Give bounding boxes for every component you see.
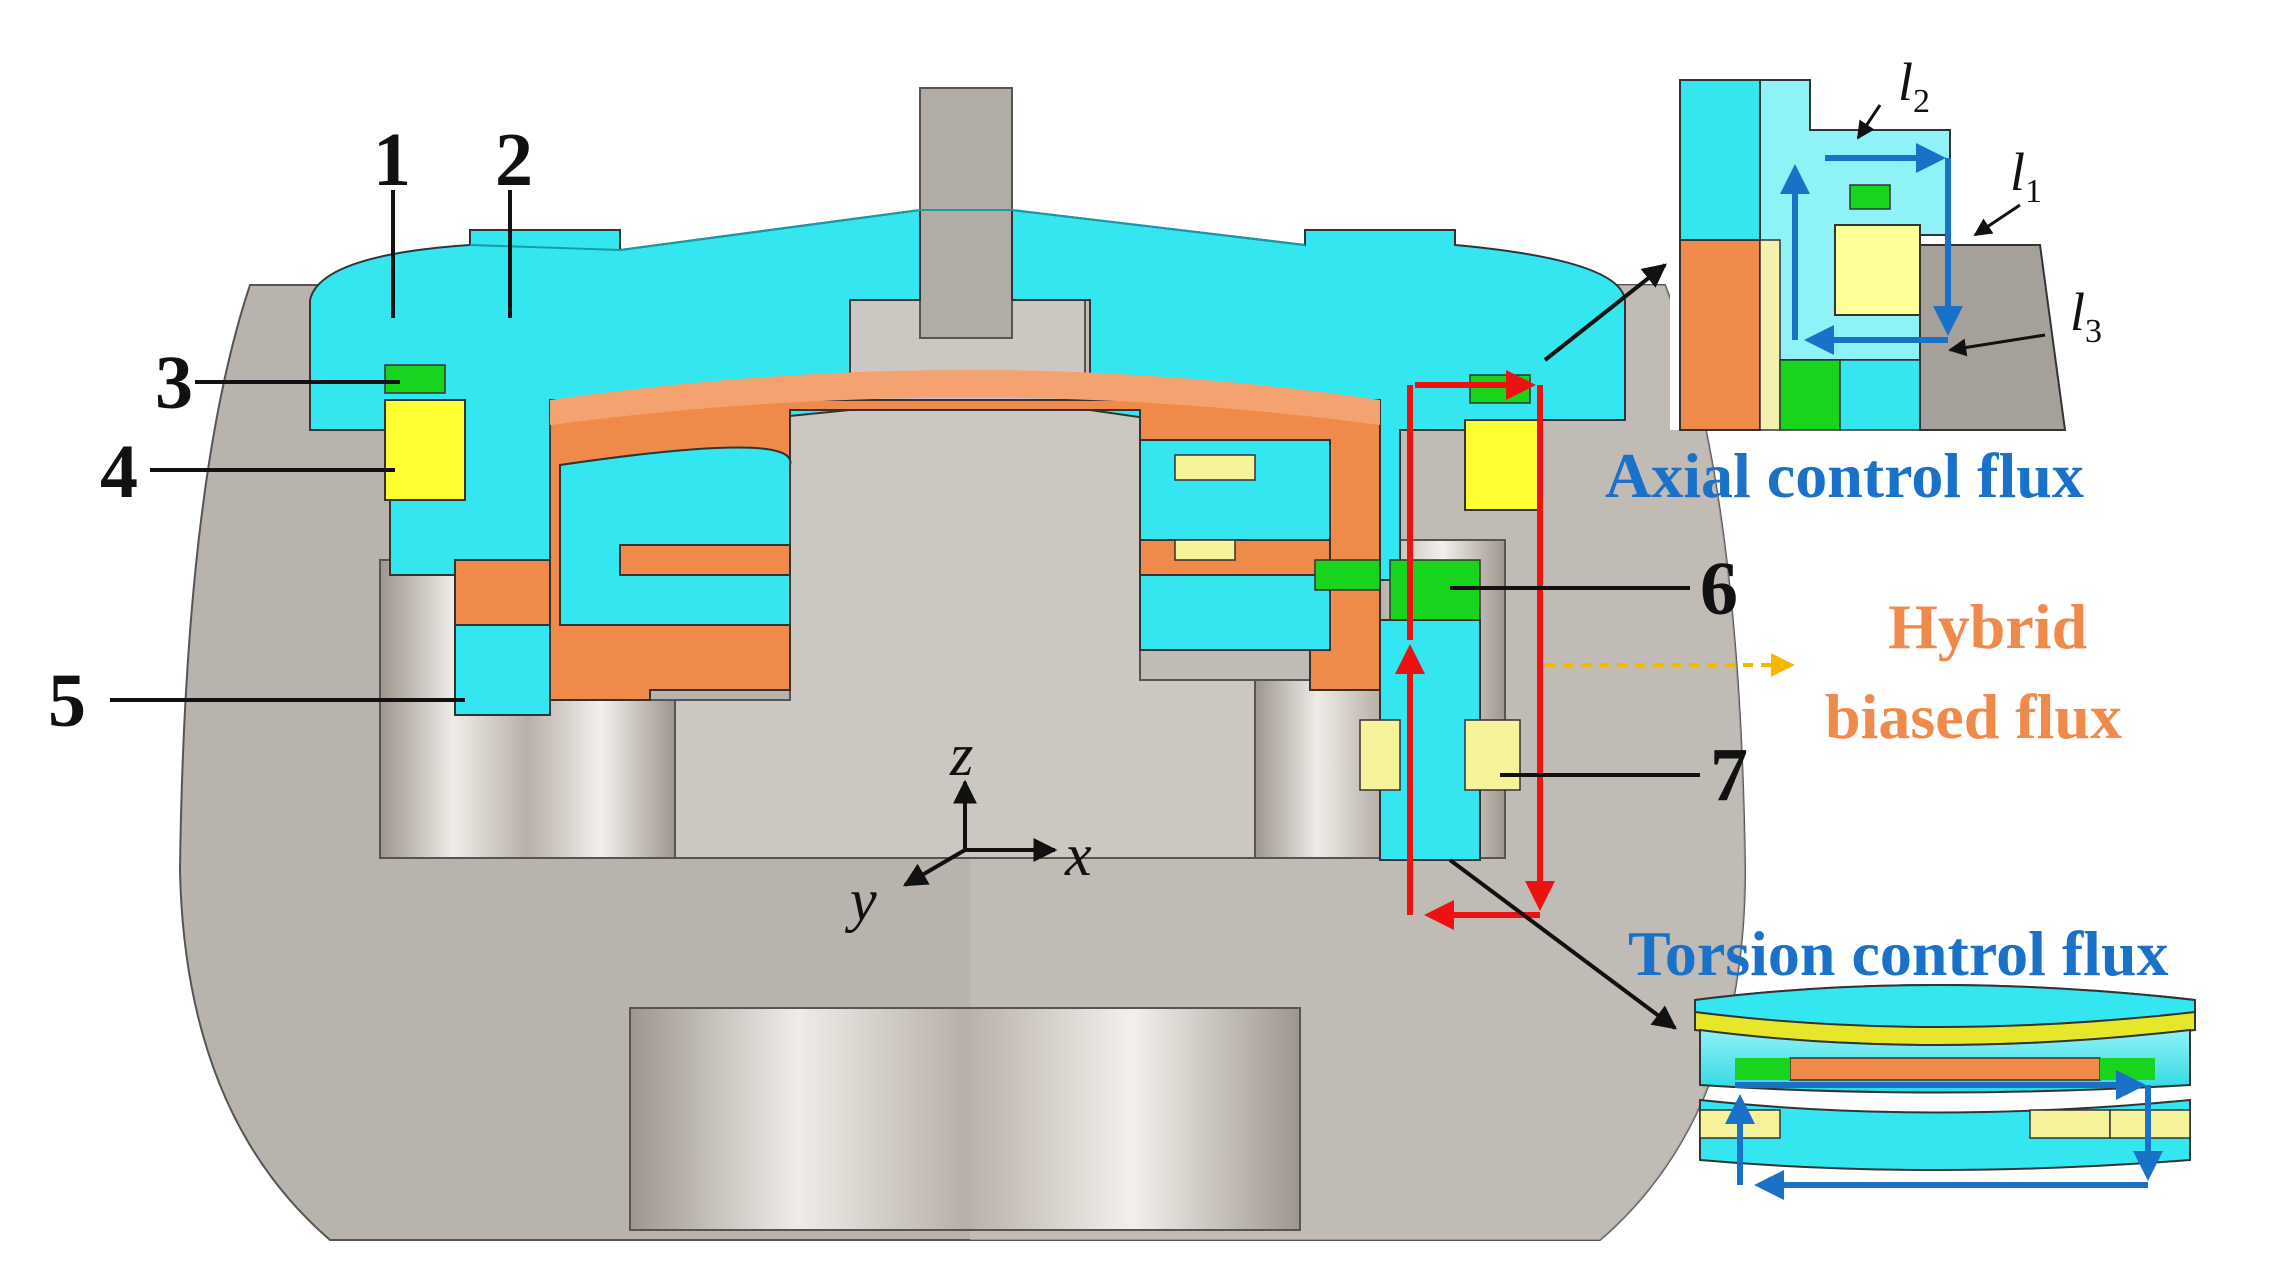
coordinate-axes	[902, 779, 1058, 887]
gap-label-l2: l2	[1898, 52, 1930, 120]
part-label-6: 6	[1700, 547, 1738, 631]
gap-label-l1: l1	[2010, 142, 2042, 210]
axis-z-label: z	[949, 722, 973, 788]
hybrid-flux-label-line1: Hybrid	[1888, 591, 2087, 662]
axial-control-flux-label: Axial control flux	[1605, 440, 2084, 511]
stator-yoke-top	[309, 209, 1626, 581]
part-label-5: 5	[48, 659, 86, 743]
axis-y-label: y	[844, 867, 877, 933]
axial-flux-inset: l2 l1 l3	[1670, 52, 2102, 431]
gap-label-l3: l3	[2070, 282, 2102, 350]
part-label-4: 4	[100, 430, 138, 514]
torsion-flux-inset	[1694, 984, 2196, 1200]
axis-x-label: x	[1064, 822, 1092, 888]
part-label-1: 1	[373, 118, 411, 202]
part-label-7: 7	[1710, 733, 1748, 817]
hybrid-flux-label-line2: biased flux	[1825, 681, 2122, 752]
yellow-coils	[384, 399, 1541, 791]
leader-lines	[110, 190, 1700, 1030]
part-label-3: 3	[155, 341, 193, 425]
part-label-2: 2	[495, 118, 533, 202]
torsion-control-flux-label: Torsion control flux	[1628, 918, 2169, 989]
